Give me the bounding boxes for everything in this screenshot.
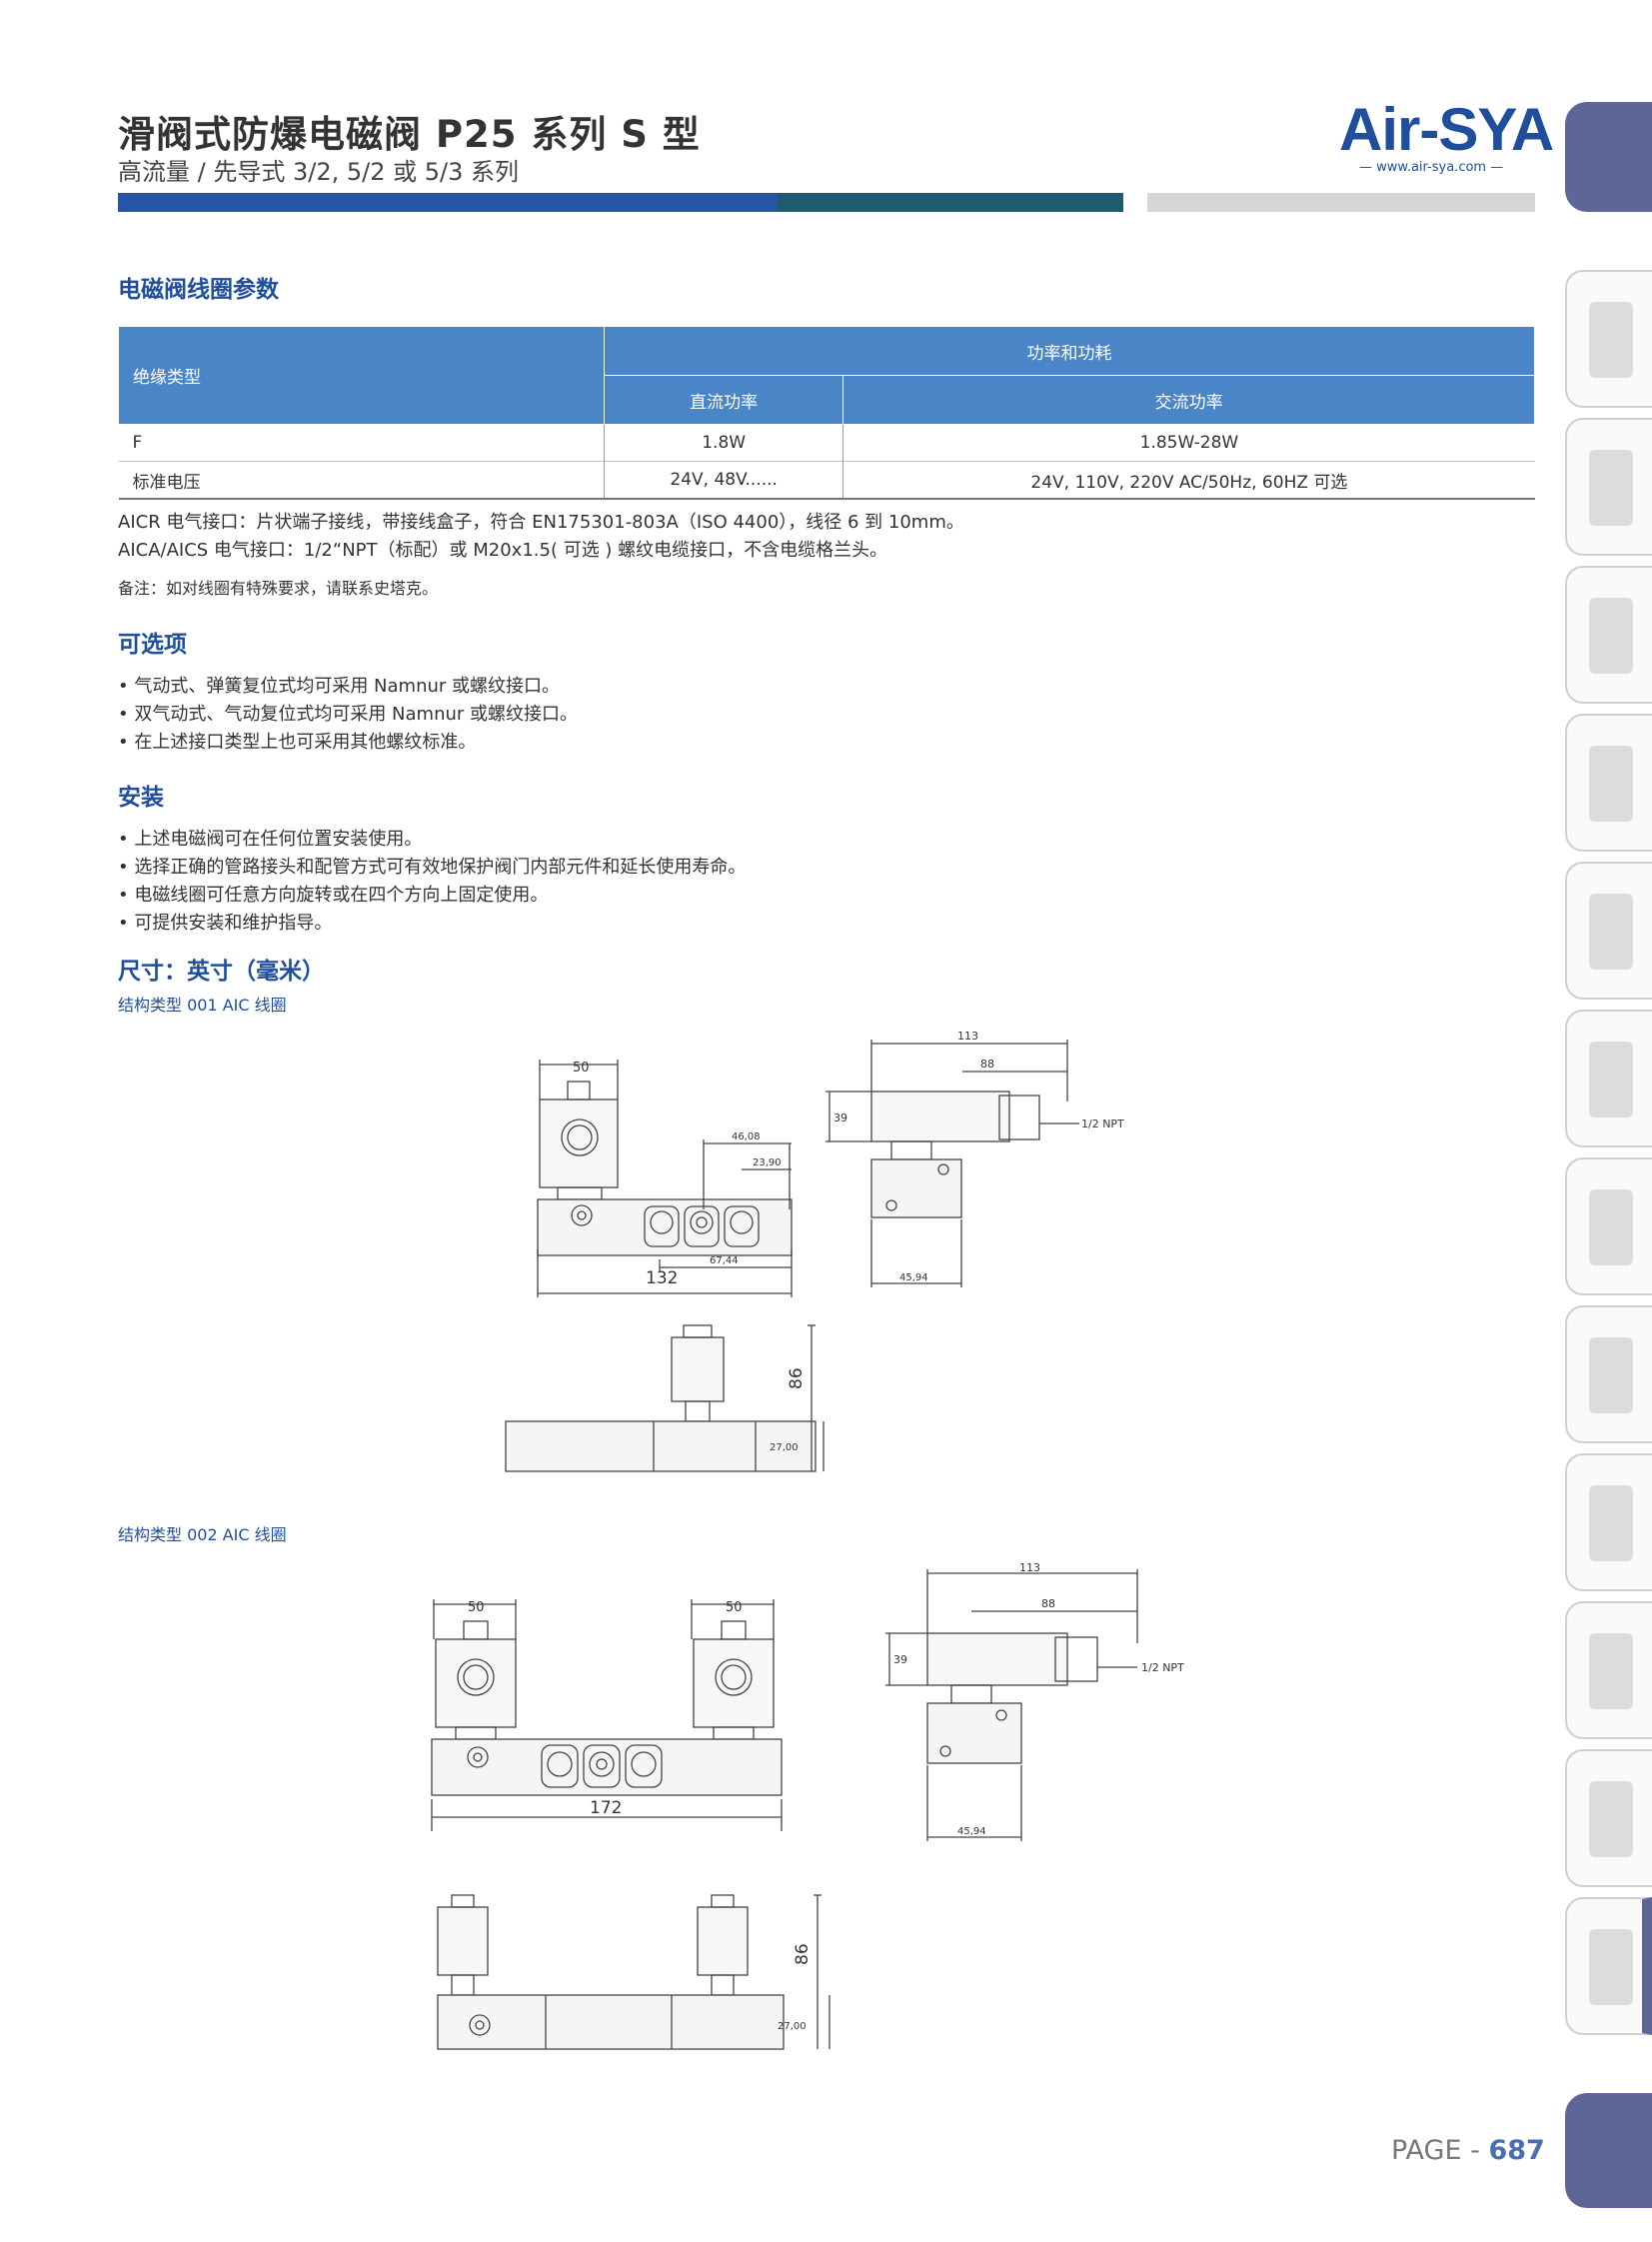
install-heading: 安装: [118, 785, 164, 811]
list-item: • 选择正确的管路接头和配管方式可有效地保护阀门内部元件和延长使用寿命。: [118, 857, 747, 878]
side-nav-item-silencer[interactable]: [1565, 1749, 1652, 1887]
side-tab-bottom[interactable]: [1565, 2093, 1652, 2208]
brand-logo: Air-SYA: [1339, 96, 1554, 163]
gripper-icon: [1589, 1485, 1633, 1561]
lubricator-icon: [1589, 450, 1633, 526]
options-heading: 可选项: [118, 632, 187, 658]
side-nav-item-filter[interactable]: [1565, 270, 1652, 408]
list-item: • 电磁线圈可任意方向旋转或在四个方向上固定使用。: [118, 885, 549, 906]
fitting-icon: [1589, 1337, 1633, 1413]
dim-label: 27,00: [770, 1442, 799, 1453]
side-nav-item-regulator[interactable]: [1565, 566, 1652, 704]
dim-label: 46,08: [732, 1131, 761, 1142]
dim-label: 113: [957, 1030, 978, 1043]
header-bar-blue: [118, 193, 778, 212]
dim-label: 132: [646, 1268, 678, 1288]
table-row: 标准电压 24V, 48V...... 24V, 110V, 220V AC/5…: [118, 461, 1535, 500]
row-dc: 24V, 48V......: [603, 461, 843, 500]
row-dc: 1.8W: [603, 424, 843, 462]
silencer-icon: [1589, 1781, 1633, 1857]
valve-icon: [1589, 746, 1633, 822]
type-002-label: 结构类型 002 AIC 线圈: [118, 1525, 287, 1544]
dimensions-heading: 尺寸：英寸（毫米）: [118, 959, 325, 985]
side-nav-item-actuator[interactable]: [1565, 1010, 1652, 1147]
side-nav-item-lubricator[interactable]: [1565, 418, 1652, 556]
dim-label: 39: [833, 1112, 847, 1124]
dim-label: 88: [980, 1058, 994, 1071]
side-nav-item-fitting[interactable]: [1565, 1305, 1652, 1443]
side-nav-item-cylinder[interactable]: [1565, 862, 1652, 1000]
dim-label: 27,00: [778, 2021, 807, 2032]
coil-note-1: AICR 电气接口：片状端子接线，带接线盒子，符合 EN175301-803A（…: [118, 512, 964, 533]
page-number: PAGE - 687: [1391, 2135, 1545, 2166]
list-item: • 在上述接口类型上也可采用其他螺纹标准。: [118, 732, 477, 753]
table-row: F 1.8W 1.85W-28W: [118, 424, 1535, 462]
dim-label: 23,90: [753, 1157, 782, 1168]
col-power-group-header: 功率和功耗: [604, 326, 1535, 376]
dim-label: 172: [590, 1798, 622, 1818]
col-insulation-header: 绝缘类型: [118, 326, 605, 425]
page-title: 滑阀式防爆电磁阀 P25 系列 S 型: [118, 113, 701, 156]
list-item: • 双气动式、气动复位式均可采用 Namnur 或螺纹接口。: [118, 704, 579, 725]
coil-remark: 备注：如对线圈有特殊要求，请联系史塔克。: [118, 579, 439, 598]
dim-label: 50: [573, 1061, 590, 1076]
dim-label: 45,94: [899, 1272, 928, 1283]
dim-label: 86: [793, 1943, 813, 1965]
list-item: • 可提供安装和维护指导。: [118, 913, 333, 934]
page-number-value: 687: [1488, 2135, 1545, 2166]
explosion-proof-valve-icon: [1589, 1929, 1633, 2005]
page-label: PAGE -: [1391, 2135, 1489, 2166]
row-label: F: [118, 424, 605, 462]
header-bar-teal: [778, 193, 1123, 212]
side-tab-top[interactable]: [1565, 102, 1652, 212]
elbow-icon: [1589, 1633, 1633, 1709]
header-bar-gray: [1147, 193, 1535, 212]
coil-params-table: 绝缘类型 功率和功耗 直流功率 交流功率 F 1.8W 1.85W-28W 标准…: [118, 326, 1535, 500]
page-subtitle: 高流量 / 先导式 3/2, 5/2 或 5/3 系列: [118, 158, 519, 186]
type-001-label: 结构类型 001 AIC 线圈: [118, 996, 287, 1015]
side-nav-item-explosion-proof[interactable]: [1565, 1897, 1652, 2035]
dim-label: 67,44: [710, 1255, 739, 1266]
coil-heading: 电磁阀线圈参数: [118, 277, 279, 303]
side-nav-item-solenoid[interactable]: [1565, 1157, 1652, 1295]
dim-label: 86: [787, 1367, 807, 1389]
solenoid-icon: [1589, 1189, 1633, 1265]
dim-label: 50: [726, 1600, 743, 1615]
drawing-type-001: 50 46,08 23,90 67,44 132 113 88 39 1/2 N…: [505, 1030, 1124, 1472]
filter-icon: [1589, 302, 1633, 378]
dim-label: 39: [893, 1653, 907, 1666]
dim-label: 45,94: [957, 1826, 986, 1837]
col-dc-header: 直流功率: [603, 375, 844, 425]
dim-label: 88: [1041, 1597, 1055, 1610]
dim-label: 50: [468, 1600, 485, 1615]
row-ac: 24V, 110V, 220V AC/50Hz, 60HZ 可选: [842, 461, 1535, 500]
list-item: • 气动式、弹簧复位式均可采用 Namnur 或螺纹接口。: [118, 676, 561, 697]
row-ac: 1.85W-28W: [842, 424, 1535, 462]
cylinder-icon: [1589, 894, 1633, 970]
coil-note-2: AICA/AICS 电气接口：1/2“NPT（标配）或 M20x1.5( 可选 …: [118, 540, 888, 561]
dim-label: 1/2 NPT: [1081, 1118, 1124, 1130]
row-label: 标准电压: [118, 461, 605, 500]
regulator-icon: [1589, 598, 1633, 674]
side-nav-item-elbow[interactable]: [1565, 1601, 1652, 1739]
drawing-type-002: 50 50 172 113 88 39 1/2 NPT 45,94 86 27,…: [431, 1561, 1184, 2050]
list-item: • 上述电磁阀可在任何位置安装使用。: [118, 829, 423, 850]
side-nav-item-gripper[interactable]: [1565, 1453, 1652, 1591]
brand-url: — www.air-sya.com —: [1359, 160, 1504, 175]
actuator-icon: [1589, 1042, 1633, 1118]
side-nav-item-valve[interactable]: [1565, 714, 1652, 852]
dim-label: 113: [1019, 1561, 1040, 1574]
col-ac-header: 交流功率: [842, 375, 1535, 425]
dim-label: 1/2 NPT: [1141, 1661, 1184, 1674]
